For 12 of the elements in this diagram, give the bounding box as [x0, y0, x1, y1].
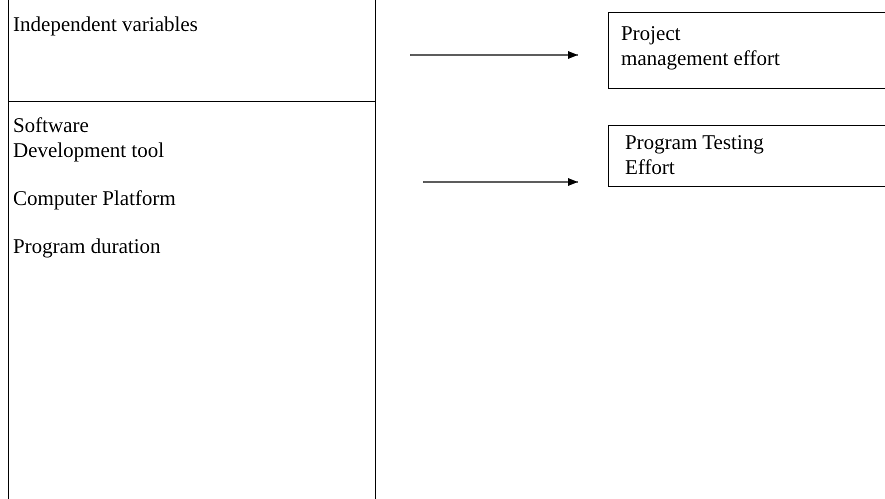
arrow: [423, 178, 578, 186]
node-text: Project management effort: [621, 21, 781, 71]
outcome-box: [608, 12, 885, 89]
node-text: Program Testing Effort: [625, 130, 765, 180]
node-text: Program duration: [13, 234, 162, 259]
node-text: Computer Platform: [13, 186, 177, 211]
header-cell: [8, 0, 376, 102]
list-cell: [8, 101, 376, 499]
arrow: [410, 51, 578, 59]
node-text: Independent variables: [13, 12, 199, 37]
outcome-box: [608, 125, 885, 187]
node-text: Software Development tool: [13, 113, 166, 163]
